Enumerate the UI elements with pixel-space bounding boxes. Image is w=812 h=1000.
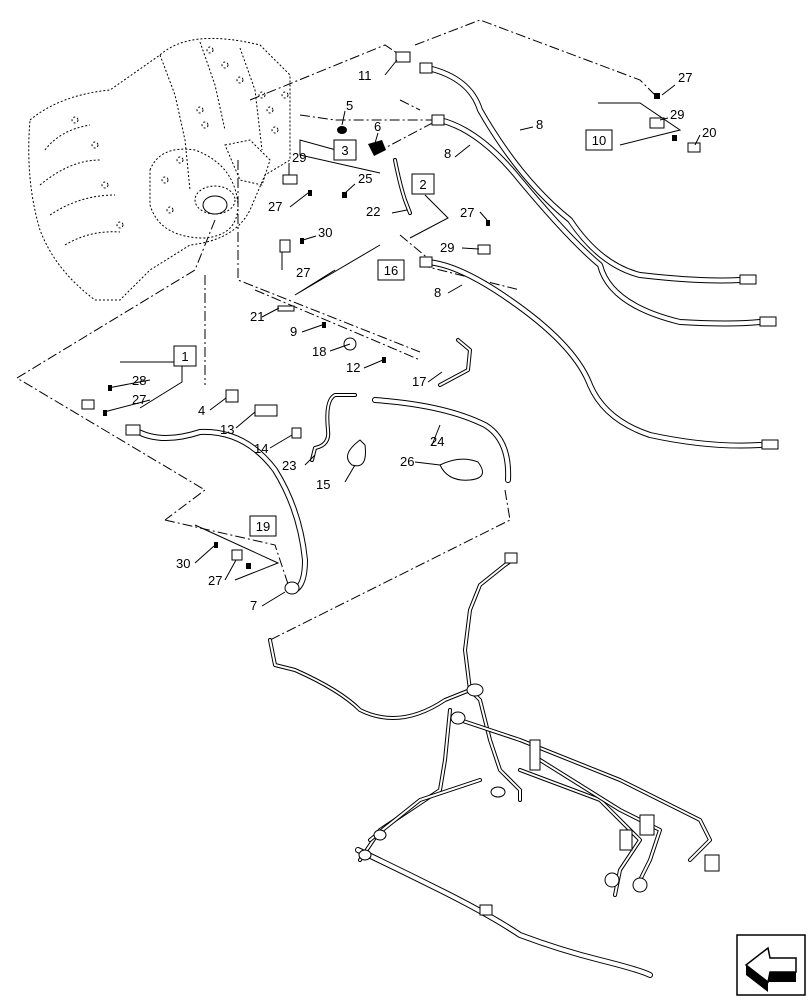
callout-14: 14 xyxy=(254,441,268,456)
callout-27: 27 xyxy=(268,199,282,214)
callout-8: 8 xyxy=(444,146,451,161)
callout-25: 25 xyxy=(358,171,372,186)
hose-assembly-7 xyxy=(125,424,308,595)
clamp-26 xyxy=(439,458,483,481)
callout-27: 27 xyxy=(208,573,222,588)
callout-leaders xyxy=(103,59,701,607)
callout-4: 4 xyxy=(198,403,205,418)
callout-20: 20 xyxy=(702,125,716,140)
housing-bolts xyxy=(71,46,289,229)
sensor-22 xyxy=(393,158,412,215)
callout-19: 19 xyxy=(256,519,270,534)
callout-labels: 11 27 5 6 8 8 29 20 29 25 27 22 27 29 30… xyxy=(132,68,716,613)
callout-10: 10 xyxy=(592,133,606,148)
hose-assemblies-8 xyxy=(419,62,779,450)
callout-22: 22 xyxy=(366,204,380,219)
callout-1: 1 xyxy=(181,349,188,364)
kit-box-16: 16 xyxy=(294,244,405,296)
kit-box-1: 1 xyxy=(120,345,197,409)
callout-21: 21 xyxy=(250,309,264,324)
callout-29: 29 xyxy=(440,240,454,255)
kit-box-2: 2 xyxy=(409,173,449,239)
callout-29: 29 xyxy=(292,150,306,165)
callout-17: 17 xyxy=(412,374,426,389)
arrow-direction-icon xyxy=(736,934,806,996)
engine-housing-outline xyxy=(28,37,291,301)
callout-3: 3 xyxy=(341,143,348,158)
callout-5: 5 xyxy=(346,98,353,113)
callout-27: 27 xyxy=(460,205,474,220)
tube-17 xyxy=(438,338,472,387)
callout-9: 9 xyxy=(290,324,297,339)
kit-box-10: 10 xyxy=(585,102,682,151)
kit-box-19: 19 xyxy=(194,515,280,581)
callout-30: 30 xyxy=(318,225,332,240)
fittings xyxy=(81,51,701,569)
callout-27: 27 xyxy=(296,265,310,280)
tube-23 xyxy=(310,393,357,462)
callout-24: 24 xyxy=(430,434,444,449)
callout-8: 8 xyxy=(536,117,543,132)
callout-11: 11 xyxy=(358,68,372,83)
callout-2: 2 xyxy=(419,177,426,192)
callout-30: 30 xyxy=(176,556,190,571)
hose-assembly-24 xyxy=(372,397,512,483)
kit-box-3: 3 xyxy=(299,139,381,174)
callout-18: 18 xyxy=(312,344,326,359)
callout-16: 16 xyxy=(384,263,398,278)
callout-23: 23 xyxy=(282,458,296,473)
callout-28: 28 xyxy=(132,373,146,388)
callout-6: 6 xyxy=(374,119,381,134)
callout-26: 26 xyxy=(400,454,414,469)
callout-13: 13 xyxy=(220,422,234,437)
callout-8: 8 xyxy=(434,285,441,300)
callout-15: 15 xyxy=(316,477,330,492)
phantom-assembly-lines xyxy=(16,19,656,641)
callout-27: 27 xyxy=(132,392,146,407)
callout-7: 7 xyxy=(250,598,257,613)
clamp-15 xyxy=(347,439,366,467)
lower-harness-assembly xyxy=(268,552,720,978)
callout-29: 29 xyxy=(670,107,684,122)
callout-12: 12 xyxy=(346,360,360,375)
callout-27: 27 xyxy=(678,70,692,85)
